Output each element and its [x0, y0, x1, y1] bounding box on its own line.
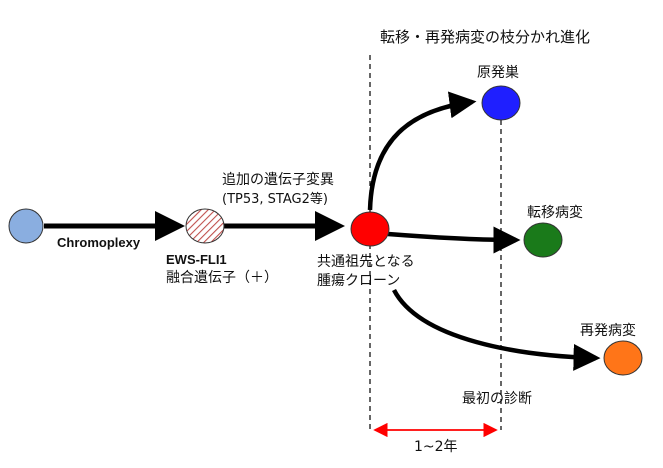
- primary-tumor-node: [481, 85, 521, 121]
- metastasis-label: 転移病変: [527, 205, 583, 221]
- relapse-label: 再発病変: [580, 323, 636, 339]
- ews-fli1-label: EWS-FLI1: [166, 252, 227, 267]
- ancestor-clone-node: [350, 211, 390, 247]
- branch-to-primary-arrow: [367, 91, 477, 211]
- relapse-node: [603, 340, 643, 376]
- ews-fli1-node: [185, 208, 225, 244]
- primary-tumor-label: 原発巣: [477, 65, 519, 81]
- branch-to-metastasis-arrow: [387, 226, 521, 254]
- start-node: [8, 208, 44, 244]
- metastasis-node: [523, 222, 563, 258]
- diagnosis-label: 最初の診断: [462, 391, 532, 407]
- additional-mutation-examples: (TP53, STAG2等): [222, 192, 328, 207]
- additional-mutation-label: 追加の遺伝子変異: [222, 172, 334, 188]
- ancestor-clone-label-line2: 腫瘍クローン: [317, 273, 401, 289]
- branch-to-relapse-arrow: [392, 288, 601, 371]
- fusion-gene-label: 融合遺伝子（＋）: [166, 270, 278, 286]
- header-label: 転移・再発病変の枝分かれ進化: [380, 28, 591, 46]
- chromoplexy-label: Chromoplexy: [57, 235, 141, 250]
- ancestor-clone-label-line1: 共通祖先となる: [317, 254, 415, 270]
- interval-label: 1~2年: [414, 439, 458, 455]
